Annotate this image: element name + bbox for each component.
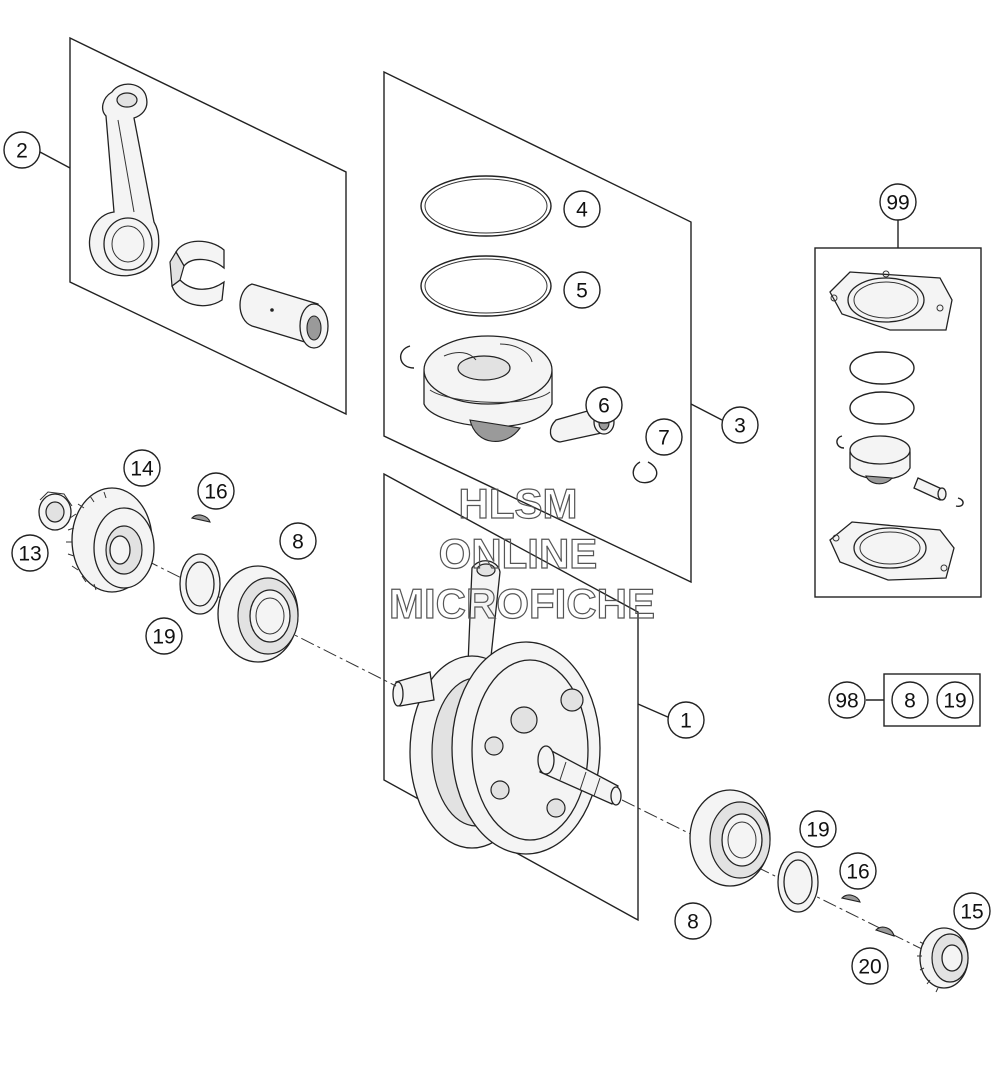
piston-pin-clip-right-part — [632, 461, 658, 484]
piston-part — [423, 335, 553, 442]
piston-ring-top-part — [420, 175, 552, 237]
watermark: HLSM ONLINE MICROFICHE — [388, 479, 655, 627]
callout-13[interactable]: 13 — [11, 534, 49, 572]
crankshaft-conrod-part — [467, 560, 501, 667]
connecting-rod-part — [88, 83, 160, 277]
kit-piston — [836, 435, 911, 485]
base-gasket-part — [829, 521, 955, 581]
callout-label: 6 — [598, 395, 610, 418]
primary-gear-part-14 — [66, 487, 155, 593]
kit-piston-ring-top — [849, 351, 915, 385]
shaft-seal-part-19-right — [777, 851, 819, 913]
callout-label: 20 — [858, 956, 881, 979]
callout-98[interactable]: 98 — [828, 681, 866, 719]
callout-label: 16 — [846, 861, 869, 884]
callout-label: 19 — [152, 626, 175, 649]
callout-label: 15 — [960, 901, 983, 924]
callout-label: 2 — [16, 140, 28, 163]
callout-1[interactable]: 1 — [667, 701, 705, 739]
shaft-seal-part-19-left — [179, 553, 221, 615]
timing-gear-part-15 — [917, 927, 969, 993]
callout-20[interactable]: 20 — [851, 947, 889, 985]
kit-piston-ring-second — [849, 391, 915, 425]
callout-15[interactable]: 15 — [953, 892, 991, 930]
piston-ring-second-part — [420, 255, 552, 317]
panel-crankshaft — [383, 472, 671, 922]
callout-label: 19 — [943, 690, 966, 713]
main-bearing-part-8-left — [217, 565, 299, 663]
callout-16-right[interactable]: 16 — [839, 852, 877, 890]
callout-label: 19 — [806, 819, 829, 842]
panel-gasket-kit — [814, 220, 982, 598]
panel-bearing-kit — [866, 673, 981, 727]
crankshaft-flywheel-right-part — [451, 641, 601, 855]
piston-pin-part — [239, 283, 329, 349]
callout-label: 8 — [687, 911, 699, 934]
callout-8-right[interactable]: 8 — [674, 902, 712, 940]
callout-7[interactable]: 7 — [645, 418, 683, 456]
callout-19-right[interactable]: 19 — [799, 810, 837, 848]
callout-label: 8 — [904, 690, 916, 713]
panel-piston — [383, 70, 723, 584]
woodruff-key-part-16-right — [840, 894, 861, 903]
callout-6[interactable]: 6 — [585, 386, 623, 424]
callout-label: 98 — [835, 690, 858, 713]
callout-99[interactable]: 99 — [879, 183, 917, 221]
callout-3[interactable]: 3 — [721, 406, 759, 444]
watermark-line-3: MICROFICHE — [389, 580, 655, 627]
head-gasket-part — [829, 270, 953, 331]
crankshaft-left-journal-part — [392, 671, 435, 707]
callout-19-left[interactable]: 19 — [145, 617, 183, 655]
callout-label: 14 — [130, 458, 154, 481]
main-bearing-part-8-right — [689, 789, 771, 887]
callout-4[interactable]: 4 — [563, 190, 601, 228]
callout-label: 13 — [18, 543, 41, 566]
nut-part-13 — [38, 491, 73, 531]
woodruff-key-part-16-left — [190, 514, 211, 523]
callout-98-part-8[interactable]: 8 — [891, 681, 929, 719]
callout-2[interactable]: 2 — [3, 131, 41, 169]
callout-98-part-19[interactable]: 19 — [936, 681, 974, 719]
callout-label: 4 — [576, 199, 588, 222]
rod-bearing-part — [169, 240, 225, 307]
callout-label: 7 — [658, 427, 670, 450]
watermark-line-1: HLSM — [459, 480, 578, 527]
callout-label: 3 — [734, 415, 746, 438]
kit-piston-pin — [913, 477, 964, 508]
callout-label: 1 — [680, 710, 692, 733]
callout-label: 99 — [886, 192, 909, 215]
callout-16-left[interactable]: 16 — [197, 472, 235, 510]
panel-connecting-rod — [39, 36, 347, 416]
callout-label: 16 — [204, 481, 227, 504]
woodruff-key-part-20 — [874, 926, 895, 937]
crankshaft-right-journal-part — [537, 745, 622, 806]
callout-5[interactable]: 5 — [563, 271, 601, 309]
callout-label: 5 — [576, 280, 588, 303]
callout-14[interactable]: 14 — [123, 449, 161, 487]
callout-8-left[interactable]: 8 — [279, 522, 317, 560]
piston-pin-clip-left-part — [400, 345, 415, 369]
callout-label: 8 — [292, 531, 304, 554]
watermark-line-2: ONLINE — [439, 530, 598, 577]
